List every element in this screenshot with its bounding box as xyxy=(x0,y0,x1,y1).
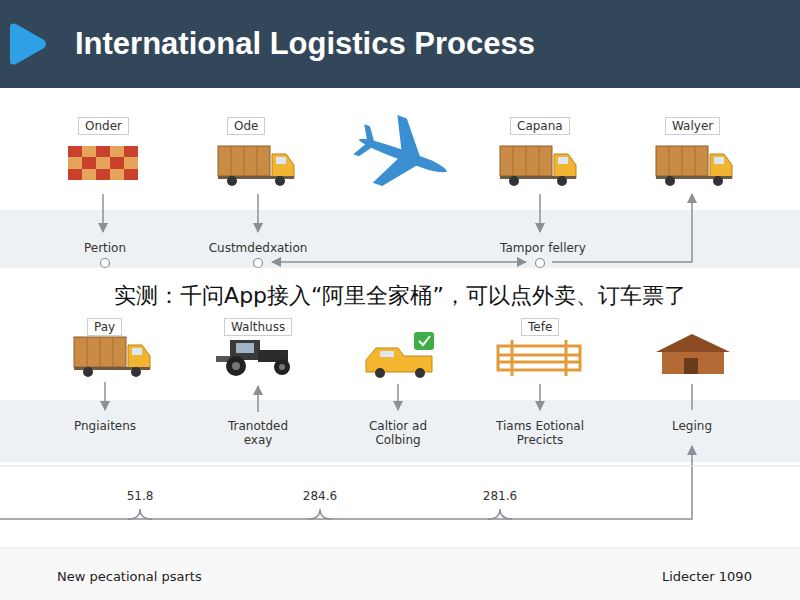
label-box: Ode xyxy=(227,117,265,135)
step-label: Tranotded exay xyxy=(217,419,299,447)
truck-icon xyxy=(74,337,150,377)
flow-arrow xyxy=(105,382,692,412)
step-label: Tiams Eotional Precicts xyxy=(484,419,596,447)
truck-icon xyxy=(656,146,732,186)
overlay-band xyxy=(0,276,800,316)
band xyxy=(0,210,800,268)
step-label: Custmdedxation xyxy=(183,241,333,255)
step-label: Lidecter 1090 xyxy=(662,570,752,584)
label-box: Onder xyxy=(78,117,129,135)
step-label: Leging xyxy=(652,419,732,433)
step-label: Pertion xyxy=(60,241,150,255)
box-label: Pay xyxy=(94,320,115,334)
box-label: Tefe xyxy=(528,320,552,334)
step-label: New pecational psarts xyxy=(57,570,202,584)
box-label: Ode xyxy=(234,119,258,133)
box-label: Capana xyxy=(517,119,563,133)
label-box: Walyer xyxy=(665,117,720,135)
title: International Logistics Process xyxy=(75,25,535,63)
value-number: 51.8 xyxy=(110,489,170,503)
box-label: Walthuss xyxy=(231,320,285,334)
van-icon xyxy=(366,332,434,378)
box-label: Walyer xyxy=(672,119,713,133)
bench-icon xyxy=(498,340,580,376)
tractor-icon xyxy=(216,340,290,376)
step-label: Pngiaitens xyxy=(50,419,160,433)
truck-icon xyxy=(218,146,294,186)
node-dot xyxy=(101,259,545,268)
caption-strip: 实测：千问App接入“阿里全家桶”，可以点外卖、订车票了 xyxy=(10,284,790,308)
bracket-line xyxy=(0,446,800,519)
play-icon xyxy=(10,23,46,64)
label-box: Capana xyxy=(510,117,570,135)
truck-icon xyxy=(500,146,576,186)
warehouse-icon xyxy=(656,334,730,374)
checker-icon xyxy=(68,146,138,180)
box-label: Onder xyxy=(85,119,122,133)
header-bar xyxy=(0,0,800,88)
plane-icon xyxy=(346,105,459,205)
label-box: Pay xyxy=(87,318,122,336)
label-box: Tefe xyxy=(521,318,559,336)
rule xyxy=(0,548,800,549)
flow-arrow xyxy=(103,194,692,262)
step-label: Tampor fellery xyxy=(468,241,618,255)
label-box: Walthuss xyxy=(224,318,292,336)
value-number: 281.6 xyxy=(470,489,530,503)
step-label: Caltior ad Colbing xyxy=(360,419,436,447)
band xyxy=(0,400,800,462)
footer-band xyxy=(0,548,800,600)
value-number: 284.6 xyxy=(290,489,350,503)
